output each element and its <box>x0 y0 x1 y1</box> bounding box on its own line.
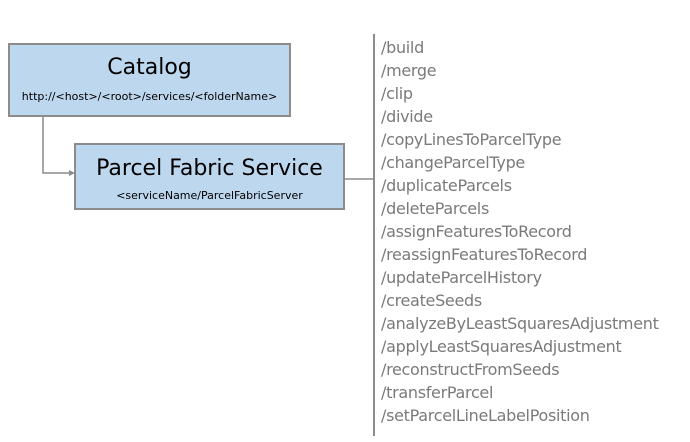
operation-item: /setParcelLineLabelPosition <box>381 406 590 425</box>
operation-item: /deleteParcels <box>381 199 489 218</box>
operation-item: /changeParcelType <box>381 153 525 172</box>
operation-item: /divide <box>381 107 433 126</box>
service-title: Parcel Fabric Service <box>96 156 323 181</box>
operation-item: /reconstructFromSeeds <box>381 360 560 379</box>
operation-item: /assignFeaturesToRecord <box>381 222 572 241</box>
operation-item: /build <box>381 38 424 57</box>
operation-item: /reassignFeaturesToRecord <box>381 245 588 264</box>
catalog-to-service-connector <box>42 117 70 174</box>
operation-item: /copyLinesToParcelType <box>381 130 562 149</box>
operation-item: /transferParcel <box>381 383 494 402</box>
parcel-fabric-service-node: Parcel Fabric Service <serviceName/Parce… <box>74 143 345 210</box>
operation-item: /updateParcelHistory <box>381 268 542 287</box>
operation-item: /analyzeByLeastSquaresAdjustment <box>381 314 659 333</box>
operation-item: /clip <box>381 84 413 103</box>
operations-list: /build /merge /clip /divide /copyLinesTo… <box>381 36 659 427</box>
catalog-node: Catalog http://<host>/<root>/services/<f… <box>8 43 291 117</box>
catalog-title: Catalog <box>107 55 192 80</box>
service-url: <serviceName/ParcelFabricServer <box>116 189 303 202</box>
operation-item: /merge <box>381 61 437 80</box>
operation-item: /applyLeastSquaresAdjustment <box>381 337 622 356</box>
connector-arrowhead <box>69 170 75 176</box>
catalog-url: http://<host>/<root>/services/<folderNam… <box>21 90 278 103</box>
operation-item: /duplicateParcels <box>381 176 512 195</box>
operation-item: /createSeeds <box>381 291 482 310</box>
